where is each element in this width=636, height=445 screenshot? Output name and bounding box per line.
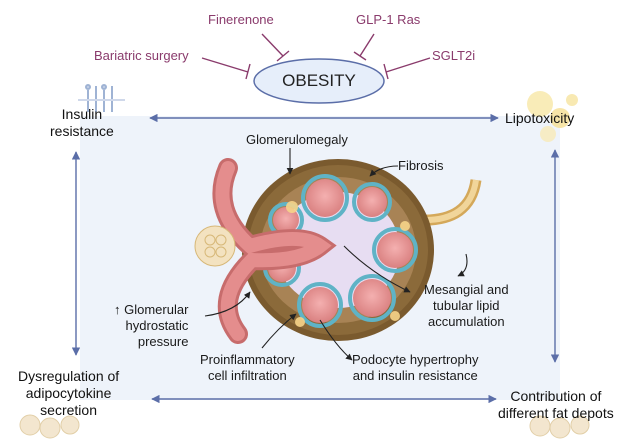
label-proinflammatory: Proinflammatory cell infiltration	[200, 352, 295, 383]
corner-arrows	[71, 113, 560, 404]
label-podocyte: Podocyte hypertrophy and insulin resista…	[352, 352, 479, 383]
intervention-bariatric: Bariatric surgery	[94, 48, 189, 63]
adipocyte-icon	[19, 414, 80, 439]
fat-depot-icon	[529, 415, 590, 439]
label-glomerulomegaly: Glomerulomegaly	[246, 132, 348, 147]
obesity-ellipse	[253, 58, 385, 104]
lipid-droplets-icon	[527, 91, 578, 142]
label-adipocytokine: Dysregulation of adipocytokine secretion	[18, 368, 120, 418]
label-pressure: ↑ Glomerular hydrostatic pressure	[114, 302, 189, 349]
intervention-sglt2i: SGLT2i	[432, 48, 476, 63]
label-lipotoxicity: Lipotoxicity	[505, 110, 575, 126]
intervention-finerenone: Finerenone	[208, 12, 274, 27]
kidney-illustration	[194, 158, 482, 344]
label-mesangial: Mesangial and tubular lipid accumulation	[424, 282, 509, 329]
insulin-receptor-icon	[78, 84, 125, 112]
label-fibrosis: Fibrosis	[398, 158, 444, 173]
obesity-title: OBESITY	[282, 71, 356, 90]
inhibitor-lines	[201, 33, 431, 80]
label-fat-depots: Contribution of different fat depots	[498, 388, 614, 421]
pointer-arrows	[204, 148, 468, 361]
label-insulin-resistance: Insulin resistance	[50, 106, 114, 139]
intervention-glp1: GLP-1 Ras	[356, 12, 421, 27]
